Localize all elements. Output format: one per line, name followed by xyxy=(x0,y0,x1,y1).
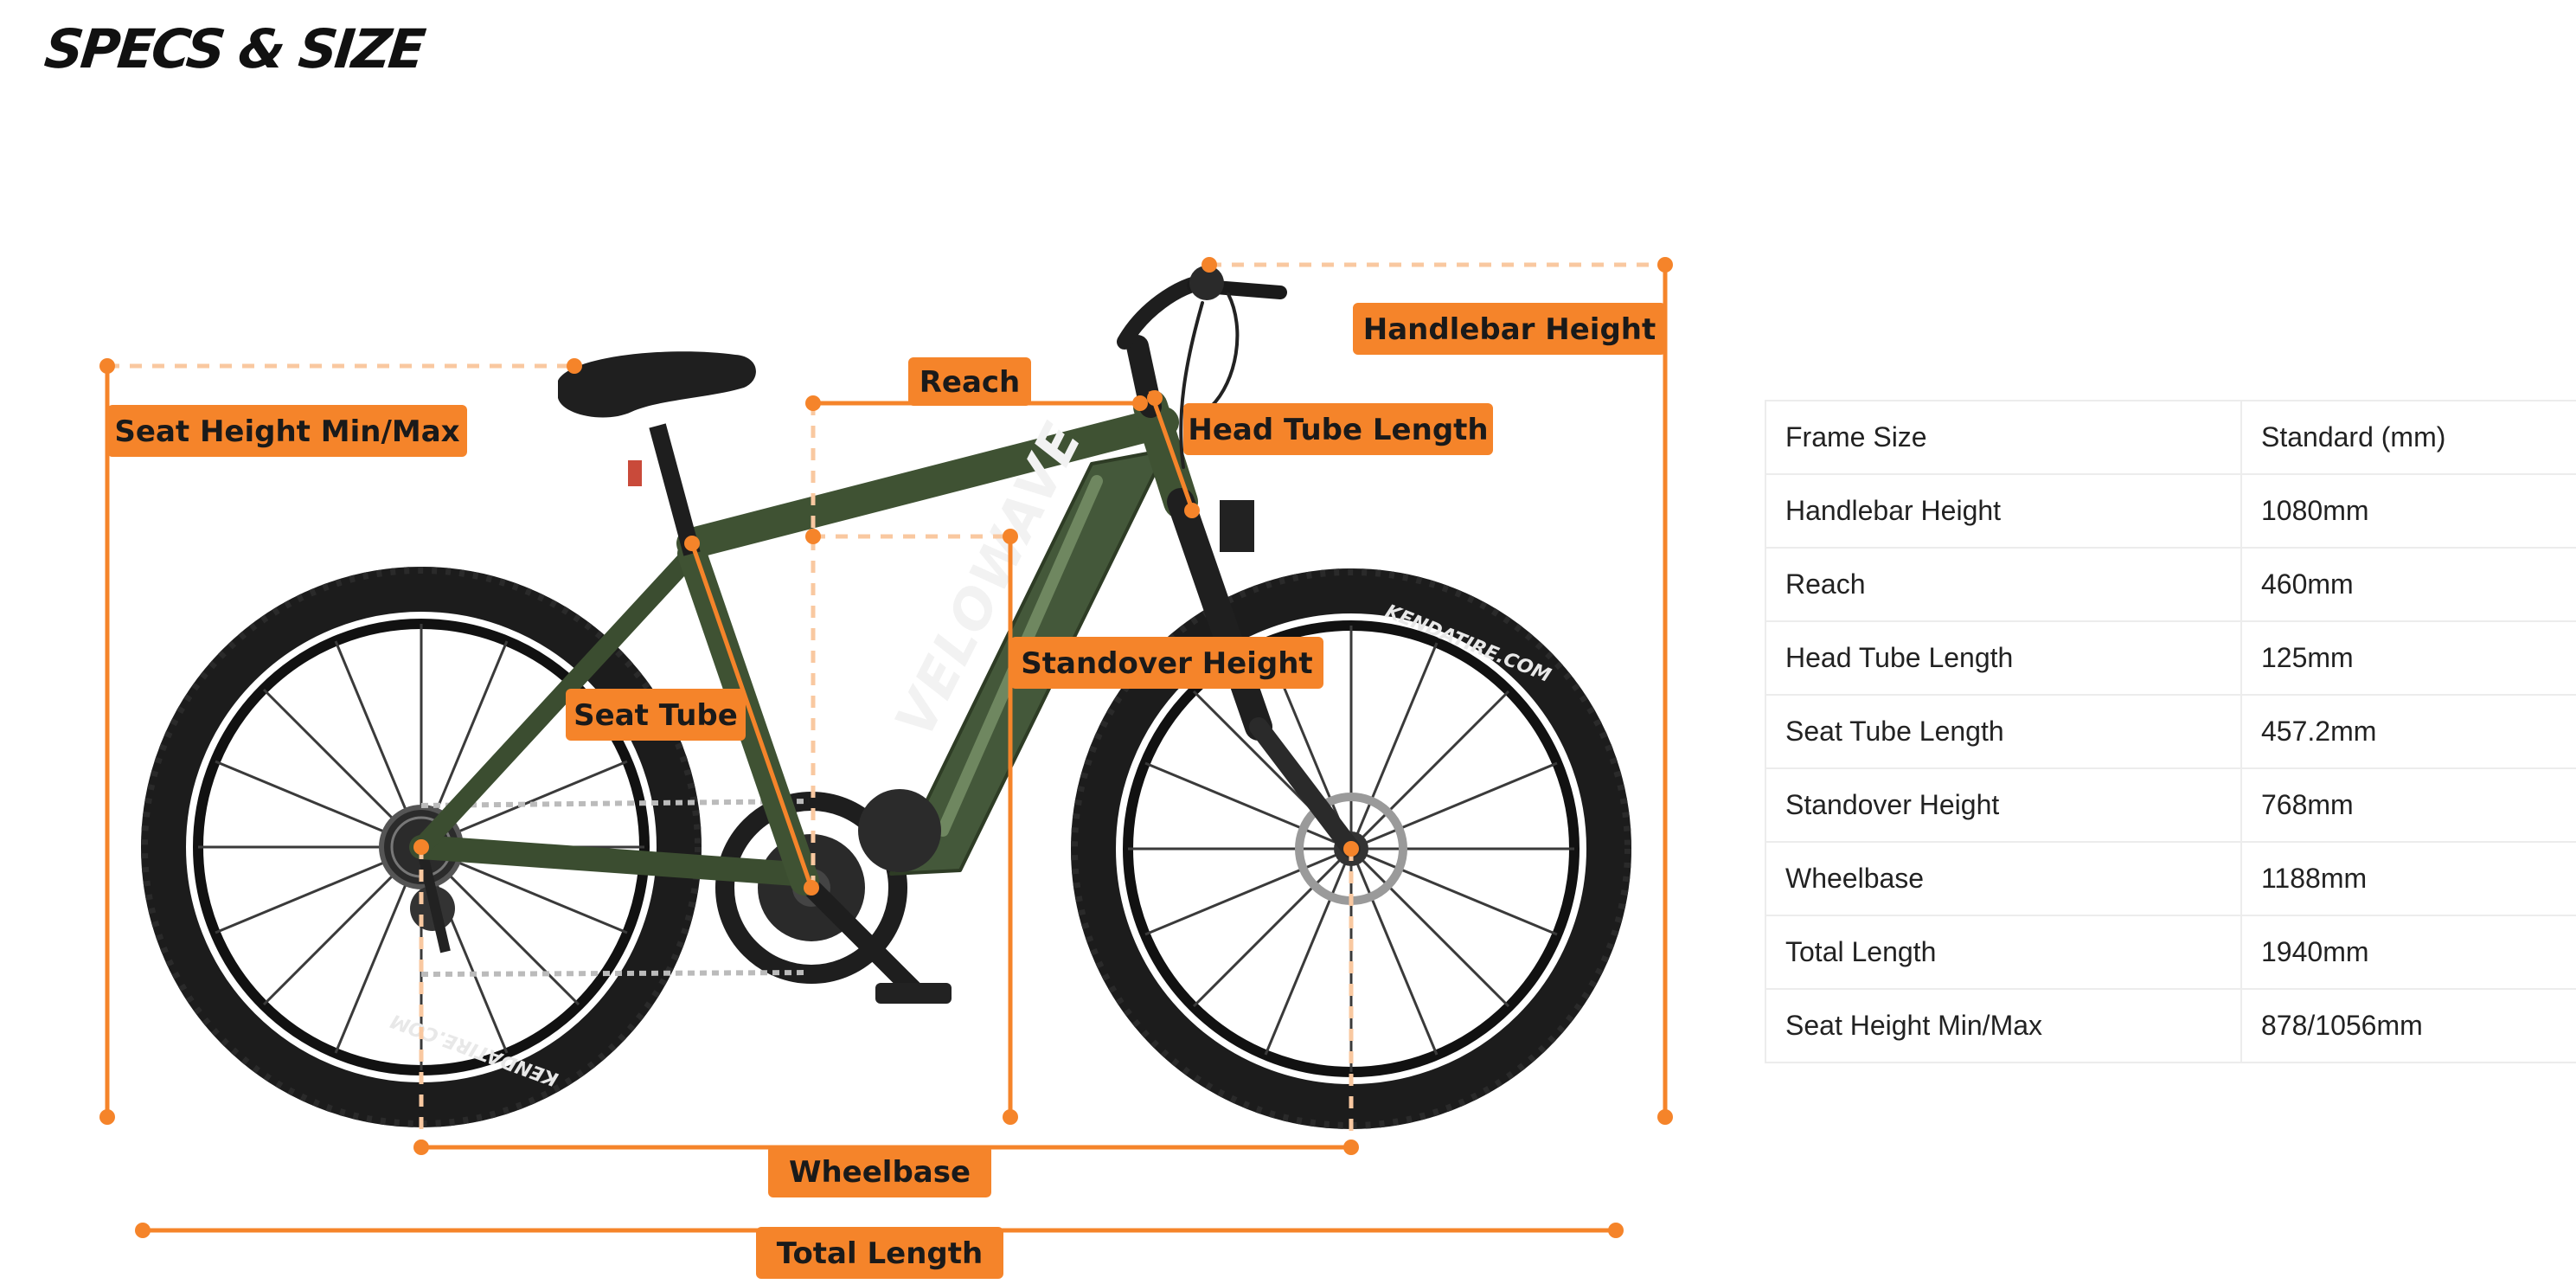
label-reach: Reach xyxy=(908,357,1031,406)
spec-value: 457.2mm xyxy=(2240,694,2576,769)
bike-geometry-diagram: KENDATIRE.COM KENDATIRE.COM xyxy=(99,257,1673,1279)
table-row: Head Tube Length 125mm xyxy=(1765,620,2576,696)
label-handlebar-height-text: Handlebar Height xyxy=(1363,312,1656,347)
spec-name: Seat Height Min/Max xyxy=(1765,988,2242,1063)
spec-value: 1080mm xyxy=(2240,473,2576,549)
spec-value: 1188mm xyxy=(2240,841,2576,916)
spec-name: Total Length xyxy=(1765,915,2242,990)
spec-value: 878/1056mm xyxy=(2240,988,2576,1063)
label-wheelbase-text: Wheelbase xyxy=(789,1155,971,1190)
spec-name: Handlebar Height xyxy=(1765,473,2242,549)
table-row: Wheelbase 1188mm xyxy=(1765,841,2576,916)
spec-name: Reach xyxy=(1765,547,2242,622)
label-reach-text: Reach xyxy=(920,365,1021,400)
bike-illustration: KENDATIRE.COM KENDATIRE.COM xyxy=(141,266,1631,1129)
table-row: Handlebar Height 1080mm xyxy=(1765,473,2576,549)
table-header-row: Frame Size Standard (mm) xyxy=(1765,400,2576,475)
spec-name: Head Tube Length xyxy=(1765,620,2242,696)
label-seat-tube: Seat Tube xyxy=(566,689,746,741)
spec-value: 125mm xyxy=(2240,620,2576,696)
label-total-length-text: Total Length xyxy=(777,1236,983,1271)
spec-value: 460mm xyxy=(2240,547,2576,622)
header-frame-size: Frame Size xyxy=(1765,400,2242,475)
spec-value: 1940mm xyxy=(2240,915,2576,990)
saddle xyxy=(558,351,756,556)
spec-name: Wheelbase xyxy=(1765,841,2242,916)
spec-value: 768mm xyxy=(2240,767,2576,843)
table-row: Standover Height 768mm xyxy=(1765,767,2576,843)
label-wheelbase: Wheelbase xyxy=(768,1146,991,1197)
header-standard-mm: Standard (mm) xyxy=(2240,400,2576,475)
table-row: Seat Height Min/Max 878/1056mm xyxy=(1765,988,2576,1063)
table-row: Total Length 1940mm xyxy=(1765,915,2576,990)
label-seat-height: Seat Height Min/Max xyxy=(107,405,467,457)
table-row: Seat Tube Length 457.2mm xyxy=(1765,694,2576,769)
spec-name: Seat Tube Length xyxy=(1765,694,2242,769)
label-total-length: Total Length xyxy=(756,1227,1003,1279)
label-handlebar-height: Handlebar Height xyxy=(1353,303,1666,355)
label-head-tube-length-text: Head Tube Length xyxy=(1188,413,1488,447)
label-head-tube-length: Head Tube Length xyxy=(1183,403,1493,455)
label-standover-height: Standover Height xyxy=(1010,637,1323,689)
table-row: Reach 460mm xyxy=(1765,547,2576,622)
label-standover-height-text: Standover Height xyxy=(1021,646,1312,681)
spec-table: Frame Size Standard (mm) Handlebar Heigh… xyxy=(1765,400,2576,1063)
label-seat-tube-text: Seat Tube xyxy=(574,698,738,733)
spec-name: Standover Height xyxy=(1765,767,2242,843)
label-seat-height-text: Seat Height Min/Max xyxy=(114,414,459,449)
